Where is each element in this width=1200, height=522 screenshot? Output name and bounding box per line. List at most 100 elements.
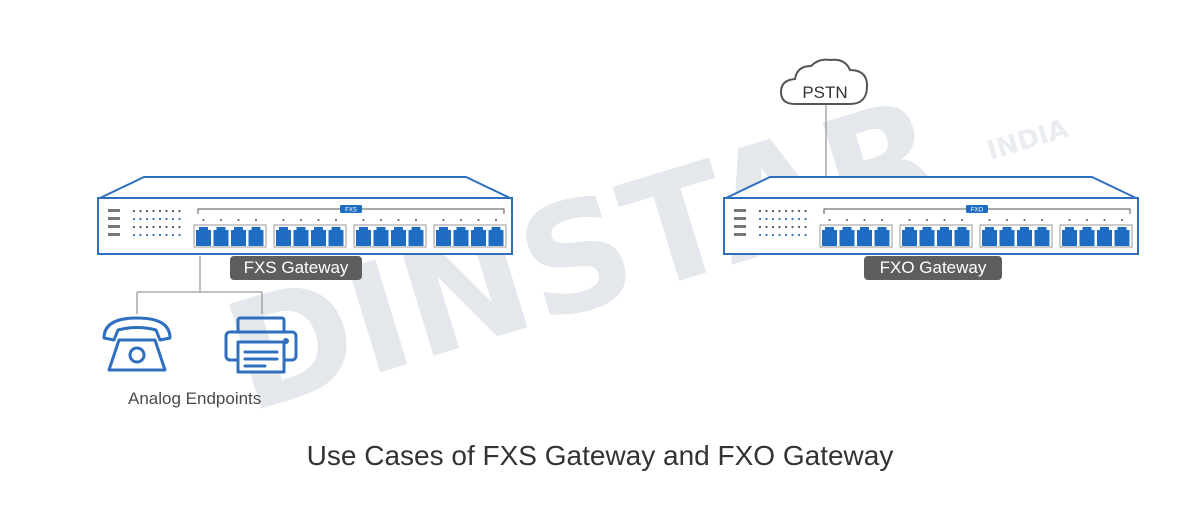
status-led (771, 217, 775, 221)
status-led (765, 217, 768, 221)
port-number-dot (362, 219, 365, 221)
port-group-frame (273, 224, 347, 248)
led-legend (108, 225, 120, 228)
rj11-port (1034, 227, 1050, 246)
port-number-dot (1041, 219, 1043, 221)
port-number-dot (1006, 219, 1008, 221)
status-led (778, 233, 781, 237)
fxo-gateway-label: FXO Gateway (864, 256, 1002, 280)
port-number-dot (300, 219, 302, 221)
status-led (784, 233, 788, 237)
status-led (145, 217, 149, 221)
telephone-icon (102, 316, 172, 372)
status-led (165, 217, 168, 221)
port-number-dot (1121, 219, 1123, 221)
rj11-port (328, 227, 344, 246)
rj11-port (293, 227, 309, 246)
rj11-port (436, 227, 451, 246)
port-number-dot (908, 219, 911, 221)
status-led (145, 209, 149, 213)
port-number-dot (1023, 219, 1026, 221)
status-led (758, 233, 762, 237)
led-legend (734, 233, 746, 236)
port-number-dot (255, 219, 257, 221)
status-led (804, 225, 807, 229)
status-led (791, 225, 794, 229)
led-legend (734, 209, 746, 212)
status-led (791, 233, 794, 237)
status-led (778, 225, 781, 229)
status-led (139, 209, 142, 213)
status-led (132, 217, 136, 221)
status-led (765, 233, 768, 237)
port-number-dot (1103, 219, 1106, 221)
led-legend (734, 217, 746, 220)
rj11-port (1017, 227, 1032, 246)
rj11-port (839, 227, 855, 246)
port-number-dot (442, 219, 445, 221)
port-number-dot (961, 219, 963, 221)
status-led (178, 225, 181, 229)
status-led (791, 217, 794, 221)
rj11-port (311, 227, 326, 246)
port-number-dot (495, 219, 497, 221)
rj11-port (1114, 227, 1130, 246)
rj11-port (373, 227, 389, 246)
status-led (171, 225, 175, 229)
port-number-dot (202, 219, 205, 221)
status-led (145, 225, 149, 229)
port-number-dot (415, 219, 417, 221)
analog-endpoints-label: Analog Endpoints (128, 389, 262, 408)
port-number-dot (220, 219, 222, 221)
rj11-port (453, 227, 469, 246)
port-group-frame (899, 224, 973, 248)
rj11-port (471, 227, 486, 246)
status-led (158, 217, 162, 221)
rj11-port (954, 227, 970, 246)
status-led (139, 233, 142, 237)
rj11-port (213, 227, 229, 246)
status-led (784, 217, 788, 221)
status-led (178, 217, 181, 221)
led-legend (108, 217, 120, 220)
status-led (804, 233, 807, 237)
status-led (178, 233, 181, 237)
port-number-dot (237, 219, 240, 221)
port-number-dot (460, 219, 462, 221)
status-led (758, 217, 762, 221)
fax-machine-icon (224, 316, 298, 374)
status-led (771, 209, 775, 213)
rj11-port (248, 227, 264, 246)
port-group-frame (193, 224, 267, 248)
figure-caption: Use Cases of FXS Gateway and FXO Gateway (306, 440, 894, 471)
port-number-dot (397, 219, 400, 221)
led-legend (108, 233, 120, 236)
watermark-region: INDIA (984, 114, 1072, 167)
panel-tag-text: FXS (345, 208, 357, 214)
status-led (797, 233, 801, 237)
rj11-port (1079, 227, 1095, 246)
status-led (791, 209, 794, 213)
status-led (797, 217, 801, 221)
status-led (804, 217, 807, 221)
rj11-port (982, 227, 997, 246)
rj11-port (1062, 227, 1077, 246)
port-number-dot (846, 219, 848, 221)
status-led (152, 217, 155, 221)
status-led (797, 209, 801, 213)
panel-tag-box (966, 205, 988, 213)
port-number-dot (317, 219, 320, 221)
rj11-port (822, 227, 837, 246)
rj11-port (408, 227, 424, 246)
panel-tag-text: FXO (971, 208, 984, 214)
port-number-dot (477, 219, 480, 221)
port-group-frame (819, 224, 893, 248)
status-led (765, 209, 768, 213)
device-top (725, 176, 1137, 199)
status-led (132, 233, 136, 237)
status-led (171, 217, 175, 221)
pstn-cloud-icon: PSTN (779, 58, 869, 105)
status-led (152, 233, 155, 237)
